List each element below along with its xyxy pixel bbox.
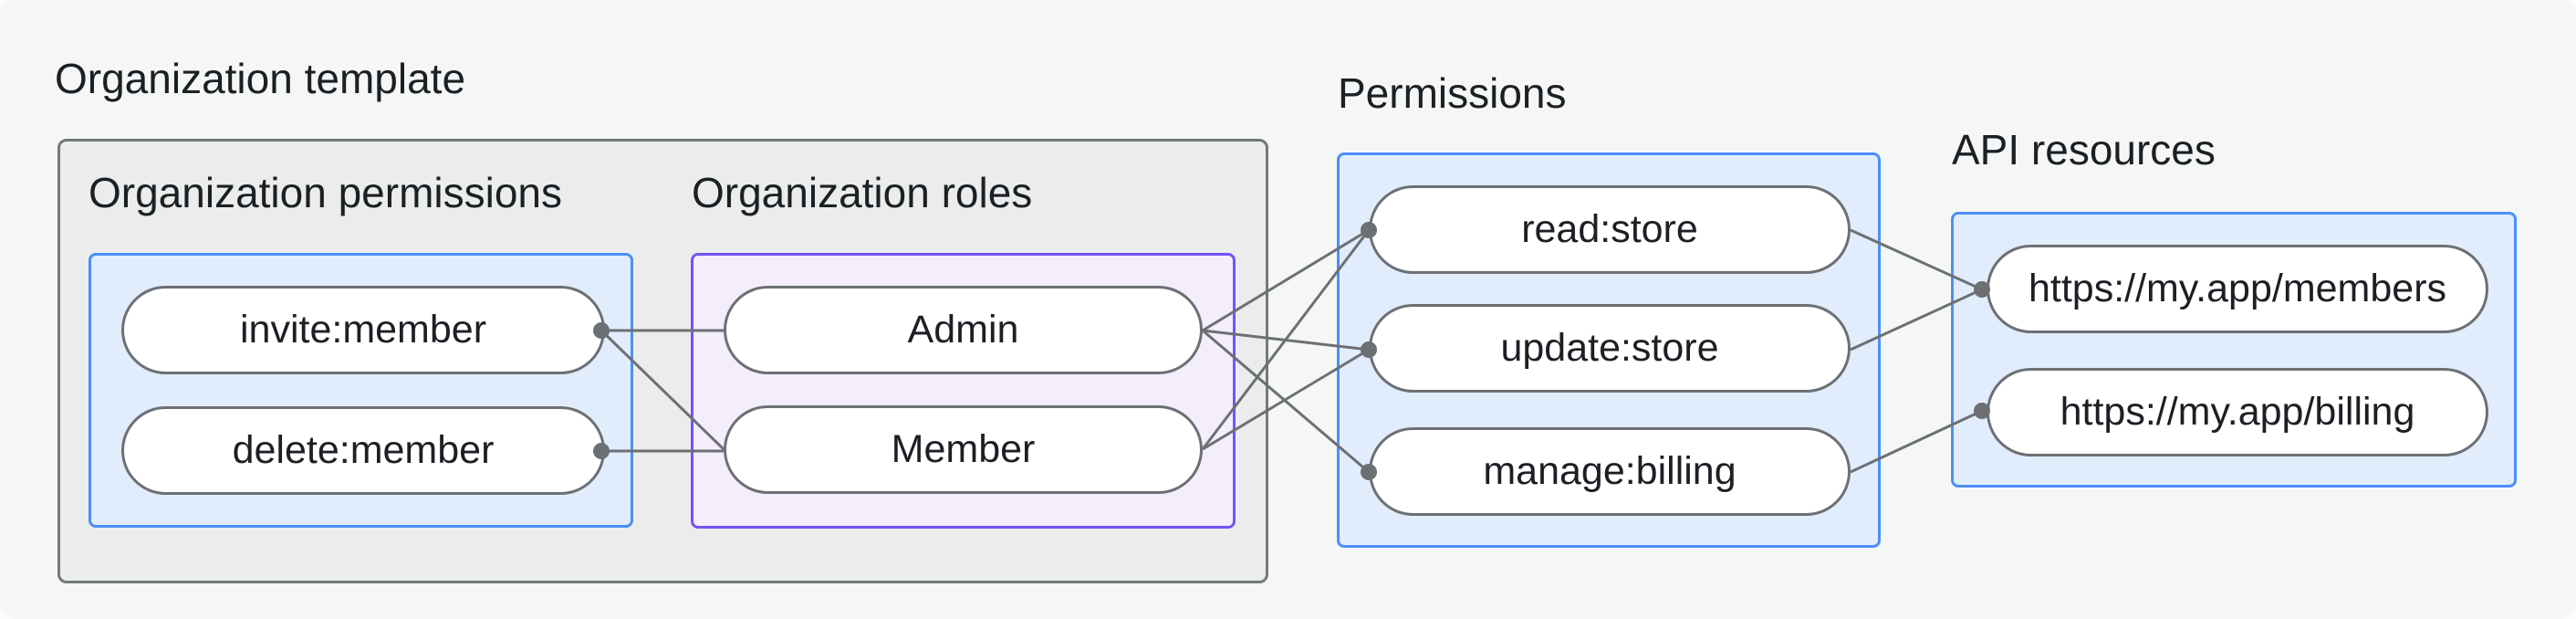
node-delete-member-label: delete:member <box>232 428 495 472</box>
node-member-label: Member <box>891 427 1036 471</box>
node-invite-member: invite:member <box>121 286 605 374</box>
organization-template-title: Organization template <box>55 55 466 102</box>
node-api-members-label: https://my.app/members <box>2028 267 2447 310</box>
node-update-store: update:store <box>1369 304 1851 393</box>
permissions-label: Permissions <box>1338 69 1567 117</box>
node-manage-billing-label: manage:billing <box>1483 449 1736 493</box>
node-delete-member: delete:member <box>121 406 605 495</box>
node-update-store-label: update:store <box>1500 326 1719 370</box>
node-read-store: read:store <box>1369 185 1851 274</box>
organization-permissions-label: Organization permissions <box>89 169 563 216</box>
node-api-members: https://my.app/members <box>1987 245 2488 333</box>
node-member: Member <box>724 405 1203 494</box>
node-invite-member-label: invite:member <box>239 308 487 351</box>
organization-roles-label: Organization roles <box>692 169 1033 216</box>
node-read-store-label: read:store <box>1521 207 1698 251</box>
node-admin: Admin <box>724 286 1203 374</box>
node-api-billing-label: https://my.app/billing <box>2060 390 2415 434</box>
api-resources-label: API resources <box>1952 126 2216 173</box>
node-manage-billing: manage:billing <box>1369 427 1851 516</box>
node-api-billing: https://my.app/billing <box>1987 368 2488 456</box>
node-admin-label: Admin <box>907 308 1019 351</box>
